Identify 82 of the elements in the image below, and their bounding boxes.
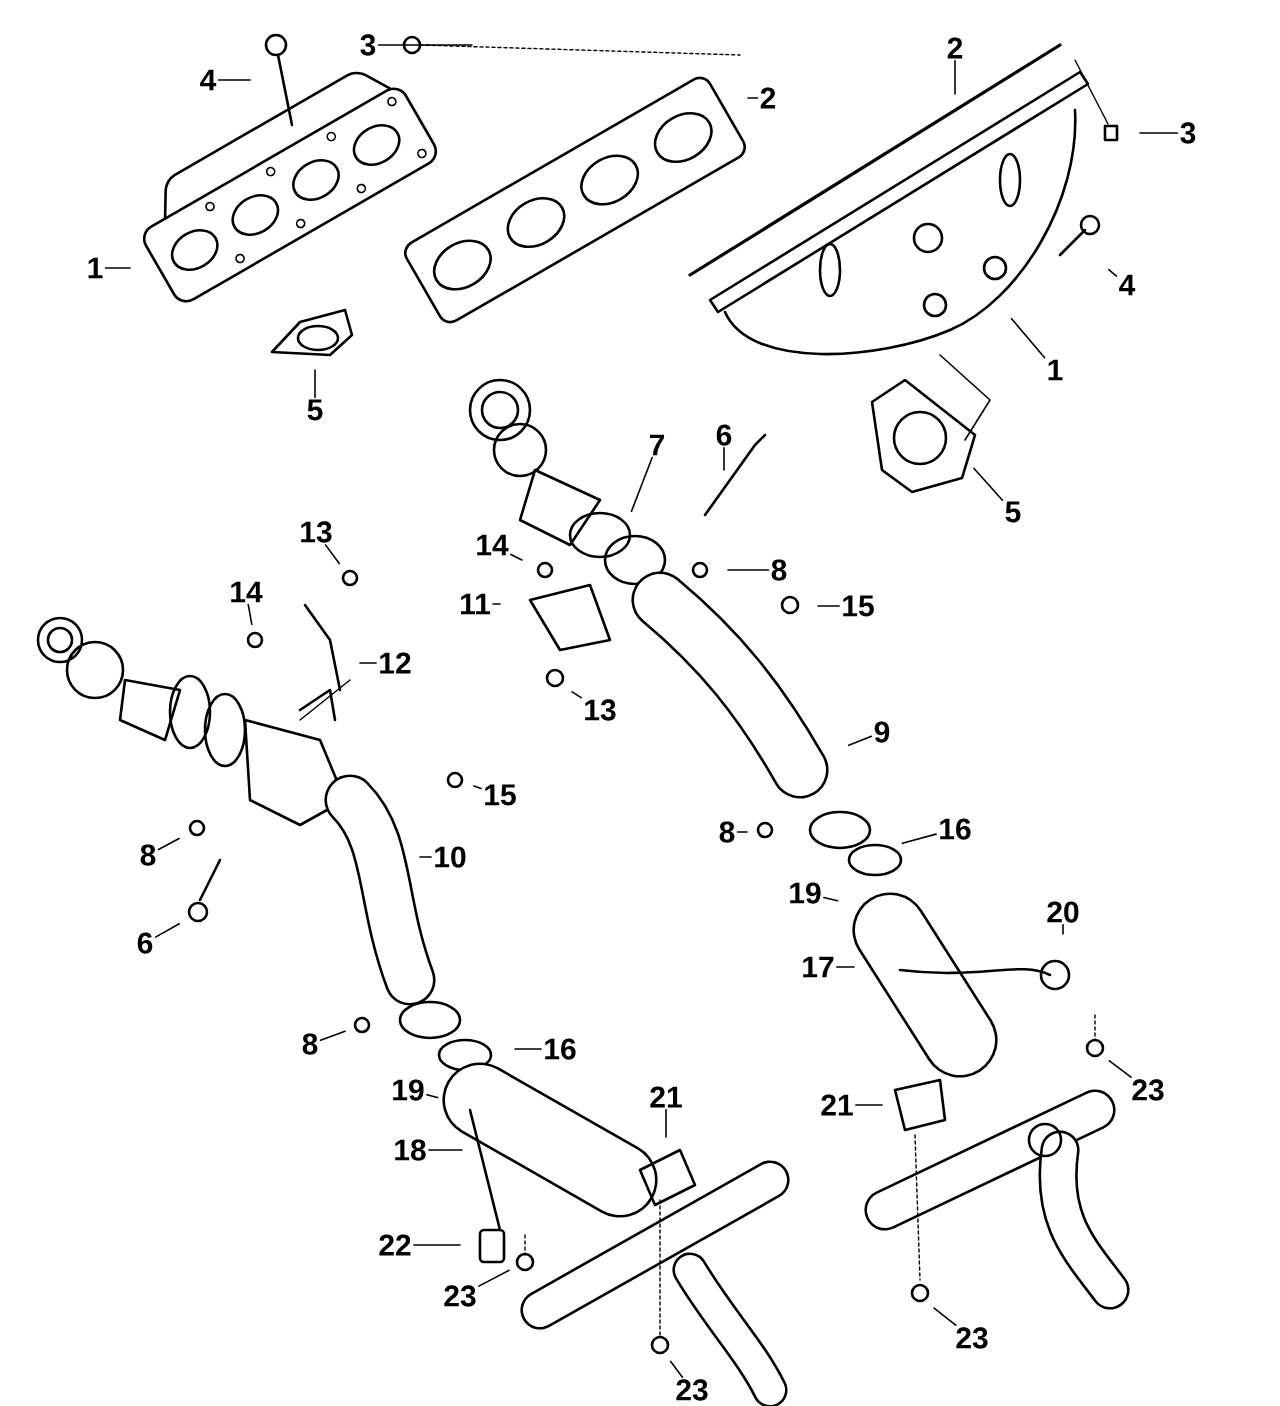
leader-line	[823, 896, 839, 902]
callout-number: 8	[302, 1033, 318, 1055]
callout-number: 13	[301, 521, 332, 543]
callout-number: 11	[461, 593, 491, 615]
callout-number: 10	[435, 846, 466, 868]
leader-line	[669, 1360, 684, 1378]
leader-line	[954, 59, 956, 95]
callout-number: 21	[821, 1094, 853, 1116]
leader-line	[428, 1149, 463, 1151]
leader-line	[723, 447, 725, 471]
callout-number: 5	[1005, 501, 1021, 523]
callout-number: 3	[360, 34, 376, 56]
callout-number: 19	[790, 882, 821, 904]
leader-line	[933, 1307, 957, 1326]
callout-number: 22	[379, 1234, 411, 1256]
callout-number: 23	[676, 1379, 708, 1401]
leader-line	[665, 1108, 667, 1138]
leader-line	[510, 553, 523, 561]
callout-number: 16	[545, 1038, 576, 1060]
leader-line	[217, 79, 251, 81]
callout-number: 4	[1119, 274, 1136, 296]
leader-line	[514, 1048, 542, 1050]
callout-number: 9	[874, 721, 890, 743]
callout-number: 15	[843, 595, 874, 617]
callout-number: 1	[1048, 359, 1063, 381]
leader-line	[1010, 317, 1046, 359]
leader-line	[1108, 1060, 1132, 1078]
callout-number: 14	[231, 581, 263, 603]
callout-number: 13	[585, 699, 616, 721]
callout-number: 2	[760, 87, 776, 109]
callout-number: 15	[485, 784, 516, 806]
leader-line	[426, 1094, 439, 1099]
leader-line	[855, 1104, 883, 1106]
callout-number: 2	[947, 37, 963, 59]
callout-number: 7	[649, 434, 665, 456]
callout-number: 5	[307, 399, 323, 421]
callout-number: 14	[477, 534, 509, 556]
leader-line	[836, 966, 855, 968]
leader-line	[314, 369, 316, 399]
leader-line	[473, 785, 482, 790]
callout-number: 23	[1132, 1079, 1164, 1101]
leader-line	[419, 856, 432, 858]
callout-number: 8	[771, 559, 787, 581]
callout-number: 19	[393, 1079, 424, 1101]
leader-line	[630, 456, 653, 512]
callout-number: 1	[88, 257, 103, 279]
callout-number: 21	[650, 1086, 682, 1108]
callout-number: 8	[140, 844, 156, 866]
leader-line	[319, 1030, 346, 1041]
leader-line	[1139, 132, 1179, 134]
callout-number: 20	[1047, 901, 1079, 923]
leader-line	[413, 1244, 461, 1246]
leader-line	[478, 1269, 510, 1287]
leader-line	[817, 605, 840, 607]
leader-line	[736, 831, 748, 833]
leader-line	[154, 923, 181, 938]
callout-number: 17	[803, 956, 834, 978]
leader-line	[247, 603, 253, 626]
callout-number: 23	[444, 1285, 476, 1307]
leader-line	[1062, 924, 1064, 935]
callout-number: 16	[940, 818, 971, 840]
leader-line	[747, 97, 759, 99]
leader-line	[324, 544, 341, 565]
leader-line	[377, 44, 473, 46]
leader-line	[1108, 268, 1118, 277]
leader-line	[359, 662, 377, 664]
callout-number: 4	[200, 69, 217, 91]
leader-line	[104, 267, 131, 269]
callout-number: 6	[137, 932, 153, 954]
callout-number: 12	[380, 652, 411, 674]
leader-line	[847, 735, 873, 747]
leader-line	[157, 837, 180, 851]
leader-line	[492, 603, 501, 605]
leader-line	[973, 467, 1004, 502]
leader-line	[901, 833, 937, 845]
callout-number: 6	[716, 424, 732, 446]
callout-number: 18	[395, 1139, 426, 1161]
callout-number: 23	[956, 1327, 988, 1349]
callout-number: 8	[719, 821, 735, 843]
callout-number: 3	[1180, 122, 1196, 144]
leader-line	[571, 691, 582, 699]
leader-line	[727, 569, 770, 571]
